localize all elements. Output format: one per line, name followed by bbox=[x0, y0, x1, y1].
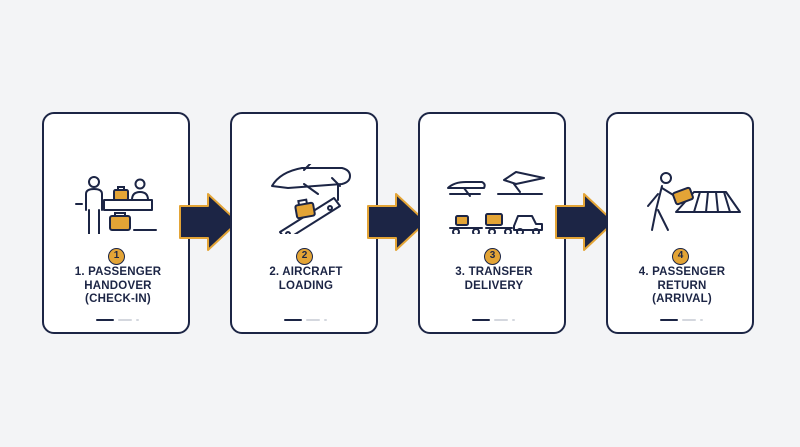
arrow-right-icon bbox=[555, 193, 615, 251]
step-label-line: DELIVERY bbox=[464, 279, 524, 292]
step-card-2: 2 2. AIRCRAFT LOADING bbox=[230, 112, 378, 334]
step-label-line: HANDOVER bbox=[84, 279, 152, 292]
step-label-line: 1. PASSENGER bbox=[74, 266, 162, 278]
check-in-desk-icon bbox=[75, 176, 157, 234]
step-number-badge: 1 bbox=[108, 248, 125, 265]
step-card-3: 3 3. TRANSFER DELIVERY bbox=[418, 112, 566, 334]
step-label-line: LOADING bbox=[278, 279, 334, 292]
pager-indicator bbox=[420, 318, 568, 322]
step-label-line: (CHECK-IN) bbox=[85, 293, 151, 305]
step-label: 1. PASSENGER HANDOVER (CHECK-IN) bbox=[44, 266, 192, 307]
transfer-delivery-icon bbox=[447, 171, 545, 234]
step-label: 4. PASSENGER RETURN (ARRIVAL) bbox=[608, 266, 756, 307]
step-label-line: (ARRIVAL) bbox=[652, 293, 712, 305]
baggage-claim-icon bbox=[647, 172, 741, 231]
step-label-line: RETURN bbox=[657, 279, 707, 292]
step-card-4: 4 4. PASSENGER RETURN (ARRIVAL) bbox=[606, 112, 754, 334]
step-label-line: 4. PASSENGER bbox=[638, 266, 726, 278]
step-label-line: 3. TRANSFER bbox=[455, 266, 533, 278]
pager-indicator bbox=[44, 318, 192, 322]
arrow-right-icon bbox=[367, 193, 427, 251]
step-number-badge: 4 bbox=[672, 248, 689, 265]
arrow-right-icon bbox=[179, 193, 239, 251]
pager-indicator bbox=[608, 318, 756, 322]
step-label-line: 2. AIRCRAFT bbox=[269, 266, 343, 278]
step-label: 2. AIRCRAFT LOADING bbox=[232, 266, 380, 293]
step-number-badge: 3 bbox=[484, 248, 501, 265]
step-label: 3. TRANSFER DELIVERY bbox=[420, 266, 568, 293]
step-card-1: 1 1. PASSENGER HANDOVER (CHECK-IN) bbox=[42, 112, 190, 334]
step-number-badge: 2 bbox=[296, 248, 313, 265]
aircraft-loading-icon bbox=[271, 164, 351, 234]
pager-indicator bbox=[232, 318, 380, 322]
